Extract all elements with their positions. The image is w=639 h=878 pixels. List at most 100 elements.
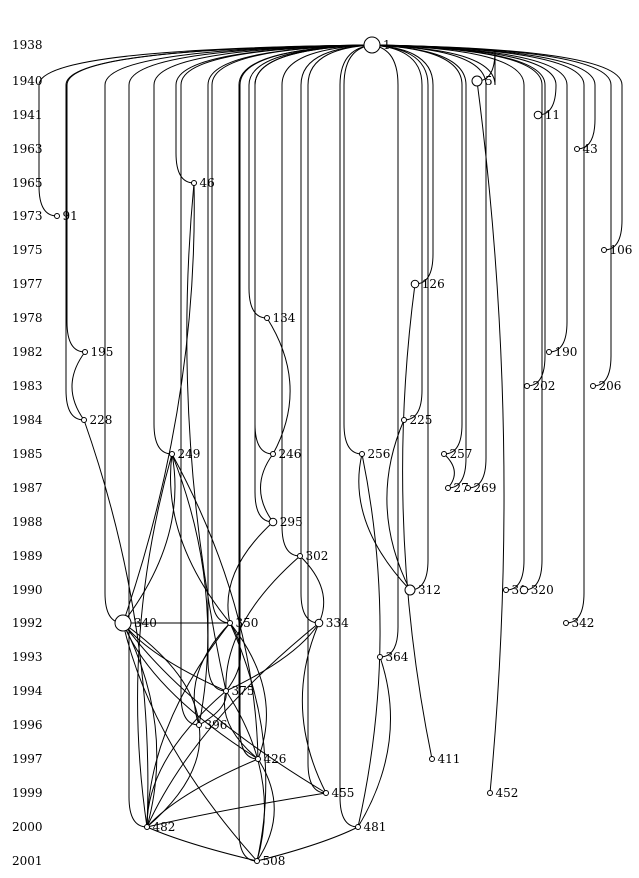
paper-node[interactable]	[487, 790, 493, 796]
paper-node[interactable]	[401, 417, 407, 423]
citation-edge	[146, 826, 258, 862]
paper-node[interactable]	[227, 620, 233, 626]
paper-node[interactable]	[524, 383, 530, 389]
paper-node[interactable]	[144, 824, 150, 830]
citation-edge	[256, 758, 275, 862]
citation-edge	[358, 453, 411, 591]
citation-edge	[207, 44, 373, 692]
paper-node[interactable]	[404, 584, 416, 596]
citation-edge	[371, 44, 543, 591]
paper-node[interactable]	[191, 180, 197, 186]
citation-edge	[186, 182, 227, 692]
paper-node[interactable]	[377, 654, 383, 660]
paper-node[interactable]	[196, 722, 202, 728]
citation-edge	[223, 690, 259, 760]
citation-edge	[343, 44, 373, 455]
paper-node[interactable]	[546, 349, 552, 355]
paper-node[interactable]	[359, 451, 365, 457]
paper-node-label: 302	[306, 549, 329, 563]
citation-edge	[128, 44, 373, 828]
paper-node-label: 246	[279, 447, 302, 461]
paper-node[interactable]	[255, 756, 261, 762]
citation-edge	[266, 317, 291, 455]
paper-node[interactable]	[264, 315, 270, 321]
year-label: 1975	[12, 243, 43, 257]
citation-edge	[371, 44, 568, 353]
paper-node[interactable]	[114, 614, 132, 632]
year-label: 1977	[12, 277, 43, 291]
paper-node[interactable]	[223, 688, 229, 694]
citation-edge	[371, 44, 612, 387]
year-label: 1973	[12, 209, 43, 223]
year-label: 2001	[12, 854, 43, 868]
paper-node[interactable]	[519, 585, 529, 595]
citation-edge	[146, 758, 259, 828]
paper-node[interactable]	[601, 247, 607, 253]
paper-node[interactable]	[574, 146, 580, 152]
year-label: 1993	[12, 650, 43, 664]
citation-edge	[122, 622, 258, 862]
citation-edge	[122, 453, 176, 624]
year-label: 1963	[12, 142, 43, 156]
paper-node[interactable]	[169, 451, 175, 457]
paper-node[interactable]	[410, 279, 420, 289]
paper-node[interactable]	[445, 485, 451, 491]
paper-node-label: 256	[368, 447, 391, 461]
paper-node-label: 455	[332, 786, 355, 800]
paper-node[interactable]	[82, 349, 88, 355]
paper-node[interactable]	[268, 517, 278, 527]
citation-edge	[371, 44, 463, 455]
citation-edge	[227, 521, 274, 624]
paper-node[interactable]	[363, 36, 381, 54]
citation-edge	[357, 656, 392, 828]
paper-node-label: 342	[572, 616, 595, 630]
paper-node[interactable]	[323, 790, 329, 796]
paper-node-label: 350	[236, 616, 259, 630]
paper-node-label: 375	[232, 684, 255, 698]
paper-node[interactable]	[471, 75, 483, 87]
paper-node[interactable]	[81, 417, 87, 423]
citation-edge	[248, 44, 373, 319]
paper-node[interactable]	[270, 451, 276, 457]
paper-node-label: 257	[450, 447, 473, 461]
citation-edge	[146, 622, 231, 828]
paper-node-label: 5	[485, 74, 493, 88]
citation-edge	[65, 44, 373, 421]
paper-node[interactable]	[297, 553, 303, 559]
paper-node-label: 11	[545, 108, 560, 122]
citation-edge	[225, 622, 242, 692]
citation-edge	[371, 44, 423, 421]
paper-node[interactable]	[254, 858, 260, 864]
paper-node-label: 190	[555, 345, 578, 359]
paper-node[interactable]	[314, 618, 324, 628]
paper-node[interactable]	[563, 620, 569, 626]
paper-node[interactable]	[533, 110, 543, 120]
citation-edge	[371, 44, 429, 591]
paper-node[interactable]	[503, 587, 509, 593]
year-label: 1978	[12, 311, 43, 325]
citation-edge	[254, 44, 373, 523]
paper-node[interactable]	[465, 485, 471, 491]
citation-edge	[171, 453, 259, 760]
paper-node-label: 426	[264, 752, 287, 766]
paper-node[interactable]	[441, 451, 447, 457]
year-label: 1987	[12, 481, 43, 495]
citation-edge	[386, 419, 411, 591]
citation-edge	[211, 44, 373, 624]
paper-node-label: 43	[583, 142, 598, 156]
citation-edge	[371, 44, 487, 489]
citation-edge	[300, 44, 373, 624]
citation-edge	[371, 44, 585, 624]
paper-node[interactable]	[54, 213, 60, 219]
citation-edge	[254, 44, 373, 455]
citation-edge	[225, 622, 320, 692]
citation-edge	[371, 44, 467, 489]
citation-edge	[193, 622, 231, 726]
year-label: 1982	[12, 345, 43, 359]
paper-node[interactable]	[429, 756, 435, 762]
citation-edge	[371, 44, 525, 591]
paper-node[interactable]	[355, 824, 361, 830]
citation-edge	[122, 622, 158, 828]
paper-node[interactable]	[590, 383, 596, 389]
